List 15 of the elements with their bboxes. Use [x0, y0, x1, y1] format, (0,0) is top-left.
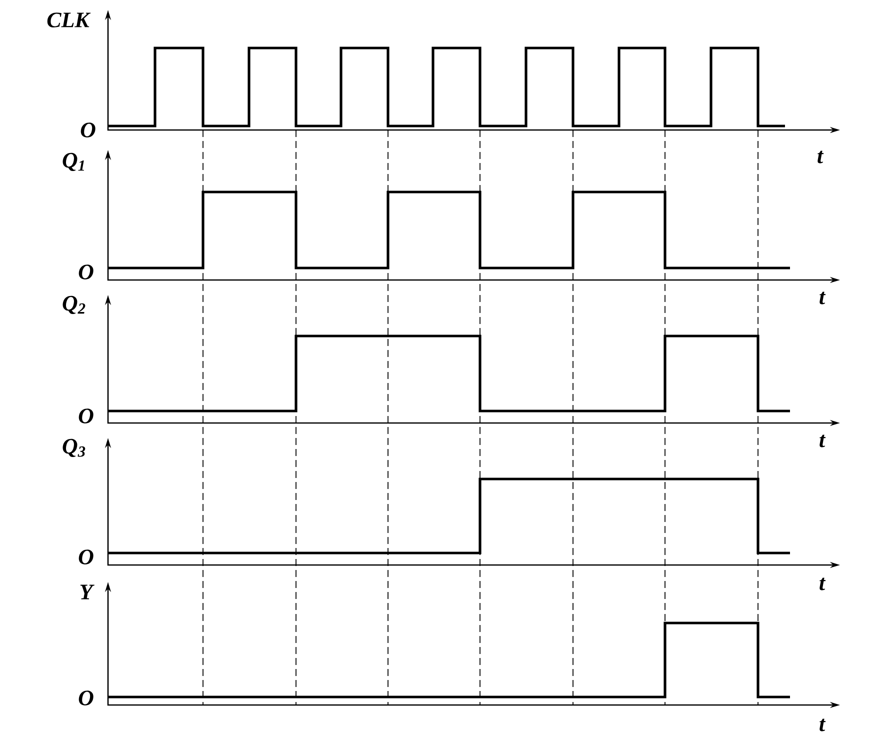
axis-label: t — [820, 434, 826, 448]
axis-label: t — [820, 292, 826, 304]
axis-label: CLK — [47, 12, 91, 28]
axis-label: O — [80, 122, 96, 138]
axis-label: t — [820, 578, 826, 590]
axis-label: t — [820, 718, 826, 732]
axis-label: O — [78, 264, 94, 280]
axis-label: Q$_{1}$ — [62, 152, 84, 172]
axis-label: t — [818, 150, 824, 164]
axis-label: Q$_{3}$ — [62, 438, 86, 458]
axis-label: Y — [80, 584, 94, 600]
axis-label: O — [78, 690, 94, 706]
axis-label: O — [78, 550, 94, 564]
axis-label: Q$_{2}$ — [62, 296, 86, 314]
axis-label: O — [78, 408, 94, 424]
